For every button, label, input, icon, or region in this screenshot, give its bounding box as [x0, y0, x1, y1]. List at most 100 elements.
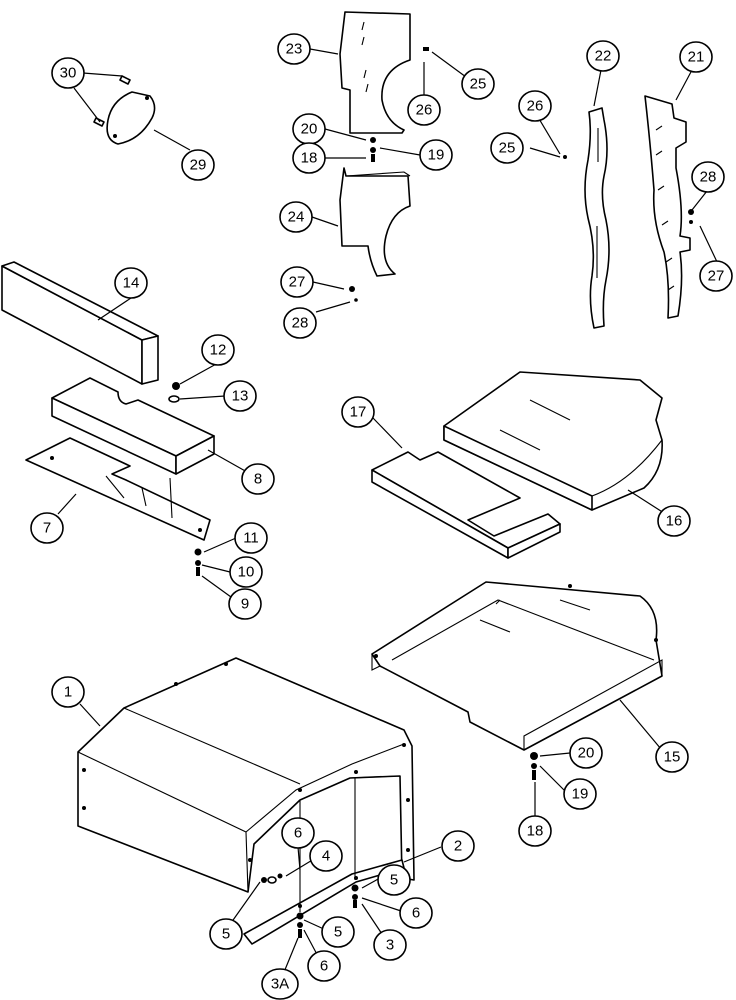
- callout-10: 10: [229, 556, 263, 588]
- callout-28b-label: 28: [700, 169, 717, 186]
- hardware-3-4-5-6: [261, 778, 359, 938]
- callout-6a-label: 6: [294, 825, 302, 842]
- callout-25a: 25: [461, 68, 495, 100]
- callout-28a: 28: [283, 307, 317, 339]
- callout-17: 17: [341, 396, 375, 428]
- callout-18a: 18: [292, 142, 326, 174]
- callout-26b: 26: [518, 90, 552, 122]
- callout-12: 12: [201, 334, 235, 366]
- part-24-panel: [339, 167, 411, 277]
- callout-25b: 25: [490, 132, 524, 164]
- callout-26b-label: 26: [527, 98, 544, 115]
- callout-12-label: 12: [210, 342, 227, 359]
- callout-18b-label: 18: [527, 823, 544, 840]
- callout-23-label: 23: [286, 41, 303, 58]
- callout-27a: 27: [280, 266, 314, 298]
- callout-6b: 6: [399, 897, 433, 929]
- callout-26a-label: 26: [416, 102, 433, 119]
- callout-23: 23: [277, 33, 311, 65]
- callout-20a: 20: [292, 113, 326, 145]
- callout-5a-label: 5: [390, 872, 398, 889]
- callout-20a-label: 20: [301, 121, 318, 138]
- callout-18a-label: 18: [301, 150, 318, 167]
- callout-13-label: 13: [232, 388, 249, 405]
- callout-5c: 5: [321, 916, 355, 948]
- callout-5b: 5: [209, 918, 243, 950]
- callout-11: 11: [234, 522, 268, 554]
- callout-24-label: 24: [288, 209, 305, 226]
- callout-15: 15: [655, 741, 689, 773]
- callout-6a: 6: [281, 817, 315, 849]
- part-23-panel: [339, 11, 411, 134]
- callout-3-label: 3: [386, 937, 394, 954]
- callout-5a: 5: [377, 864, 411, 896]
- callouts: 30 29 23 25 26 20 18 19 24 27 28 22 21 2…: [30, 33, 733, 1000]
- part-7-plate: [25, 437, 211, 541]
- callout-2-label: 2: [454, 838, 462, 855]
- callout-5c-label: 5: [334, 924, 342, 941]
- callout-28a-label: 28: [292, 315, 309, 332]
- hardware-18-19-20: [349, 47, 429, 302]
- hardware-9-10-11: [194, 548, 202, 576]
- part-22-side-panel: [563, 107, 610, 329]
- callout-30: 30: [51, 57, 85, 89]
- callout-16: 16: [657, 505, 691, 537]
- part-1-hood: [77, 657, 415, 893]
- part-29-cover-plate: [106, 91, 156, 145]
- callout-2: 2: [441, 830, 475, 862]
- callout-10-label: 10: [238, 564, 255, 581]
- callout-29-label: 29: [190, 157, 207, 174]
- callout-11-label: 11: [243, 530, 259, 547]
- callout-6c: 6: [307, 950, 341, 982]
- callout-13: 13: [223, 380, 257, 412]
- callout-20b-label: 20: [578, 745, 595, 762]
- callout-4-label: 4: [322, 848, 330, 865]
- callout-16-label: 16: [666, 513, 683, 530]
- callout-27b-label: 27: [708, 268, 725, 285]
- callout-1: 1: [51, 676, 85, 708]
- part-15-tray: [371, 581, 663, 751]
- callout-3a-label: 3A: [271, 976, 289, 993]
- part-12-13-hardware: [168, 382, 180, 403]
- callout-3a: 3A: [261, 968, 299, 1000]
- callout-22-label: 22: [595, 48, 612, 65]
- callout-21: 21: [679, 41, 713, 73]
- callout-25a-label: 25: [470, 76, 487, 93]
- callout-27a-label: 27: [289, 274, 306, 291]
- callout-21-label: 21: [688, 49, 705, 66]
- callout-14-label: 14: [123, 275, 140, 292]
- callout-14: 14: [114, 267, 148, 299]
- callout-3: 3: [373, 929, 407, 961]
- part-8-block: [51, 377, 215, 475]
- hardware-18-19-20-lower: [530, 752, 538, 780]
- callout-19b: 19: [563, 778, 597, 810]
- callout-25b-label: 25: [499, 140, 516, 157]
- callout-17-label: 17: [350, 404, 367, 421]
- callout-6b-label: 6: [412, 905, 420, 922]
- callout-28b: 28: [691, 161, 725, 193]
- callout-9-label: 9: [241, 596, 249, 613]
- callout-7: 7: [30, 512, 64, 544]
- callout-1-label: 1: [64, 684, 72, 701]
- callout-7-label: 7: [43, 520, 51, 537]
- part-17-notched-panel: [371, 451, 561, 559]
- callout-26a: 26: [407, 94, 441, 126]
- callout-5b-label: 5: [222, 926, 230, 943]
- callout-8: 8: [241, 463, 275, 495]
- callout-6c-label: 6: [320, 958, 328, 975]
- callout-18b: 18: [518, 815, 552, 847]
- part-14-beam: [1, 261, 159, 385]
- callout-19a: 19: [419, 139, 453, 171]
- callout-24: 24: [279, 201, 313, 233]
- callout-22: 22: [586, 40, 620, 72]
- callout-20b: 20: [569, 737, 603, 769]
- part-21-side-panel: [644, 95, 694, 319]
- callout-4: 4: [309, 840, 343, 872]
- callout-19b-label: 19: [572, 786, 589, 803]
- callout-27b: 27: [699, 260, 733, 292]
- part-16-floor-panel: [443, 371, 663, 511]
- callout-15-label: 15: [664, 749, 681, 766]
- part-30-screws: [93, 75, 131, 127]
- leader-lines: [57, 48, 719, 978]
